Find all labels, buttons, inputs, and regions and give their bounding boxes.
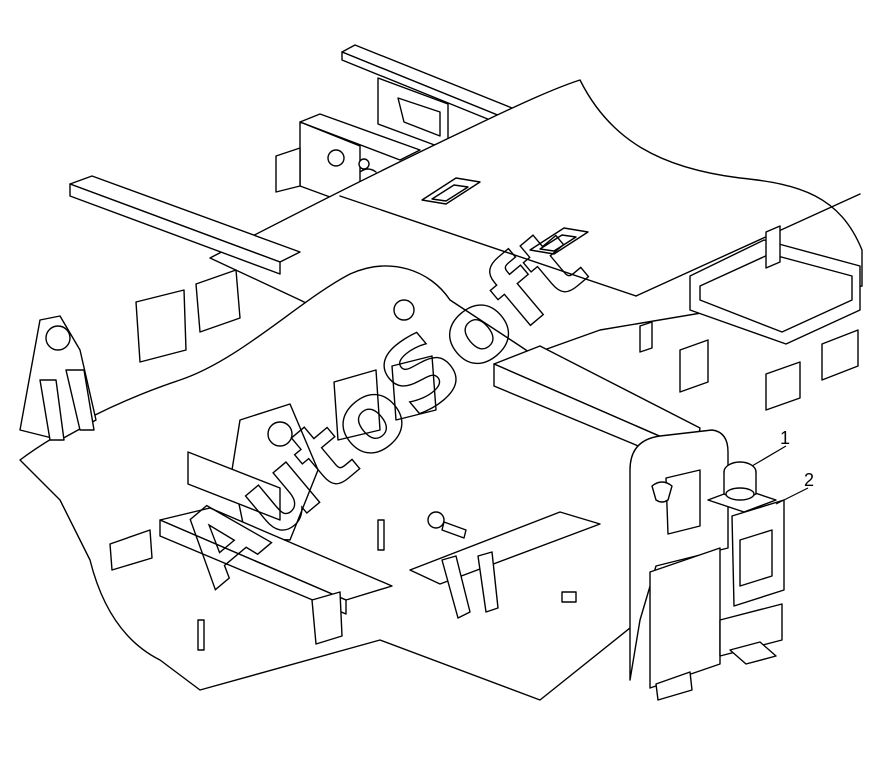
- callout-label-1: 1: [780, 428, 790, 448]
- towing-pin: [723, 461, 757, 501]
- right-rear-cradle: [639, 225, 861, 411]
- lower-cross-member: [109, 507, 393, 645]
- wall-slots: [197, 519, 577, 651]
- left-front-arm: [69, 175, 301, 363]
- leader-line-2: [775, 487, 809, 505]
- lower-front-beam: [409, 511, 601, 619]
- callout-leaders: [751, 445, 809, 505]
- right-upright-plate: [629, 429, 729, 701]
- callout-label-2: 2: [804, 470, 814, 490]
- rear-frame-top: [275, 44, 513, 209]
- leader-line-1: [751, 445, 787, 467]
